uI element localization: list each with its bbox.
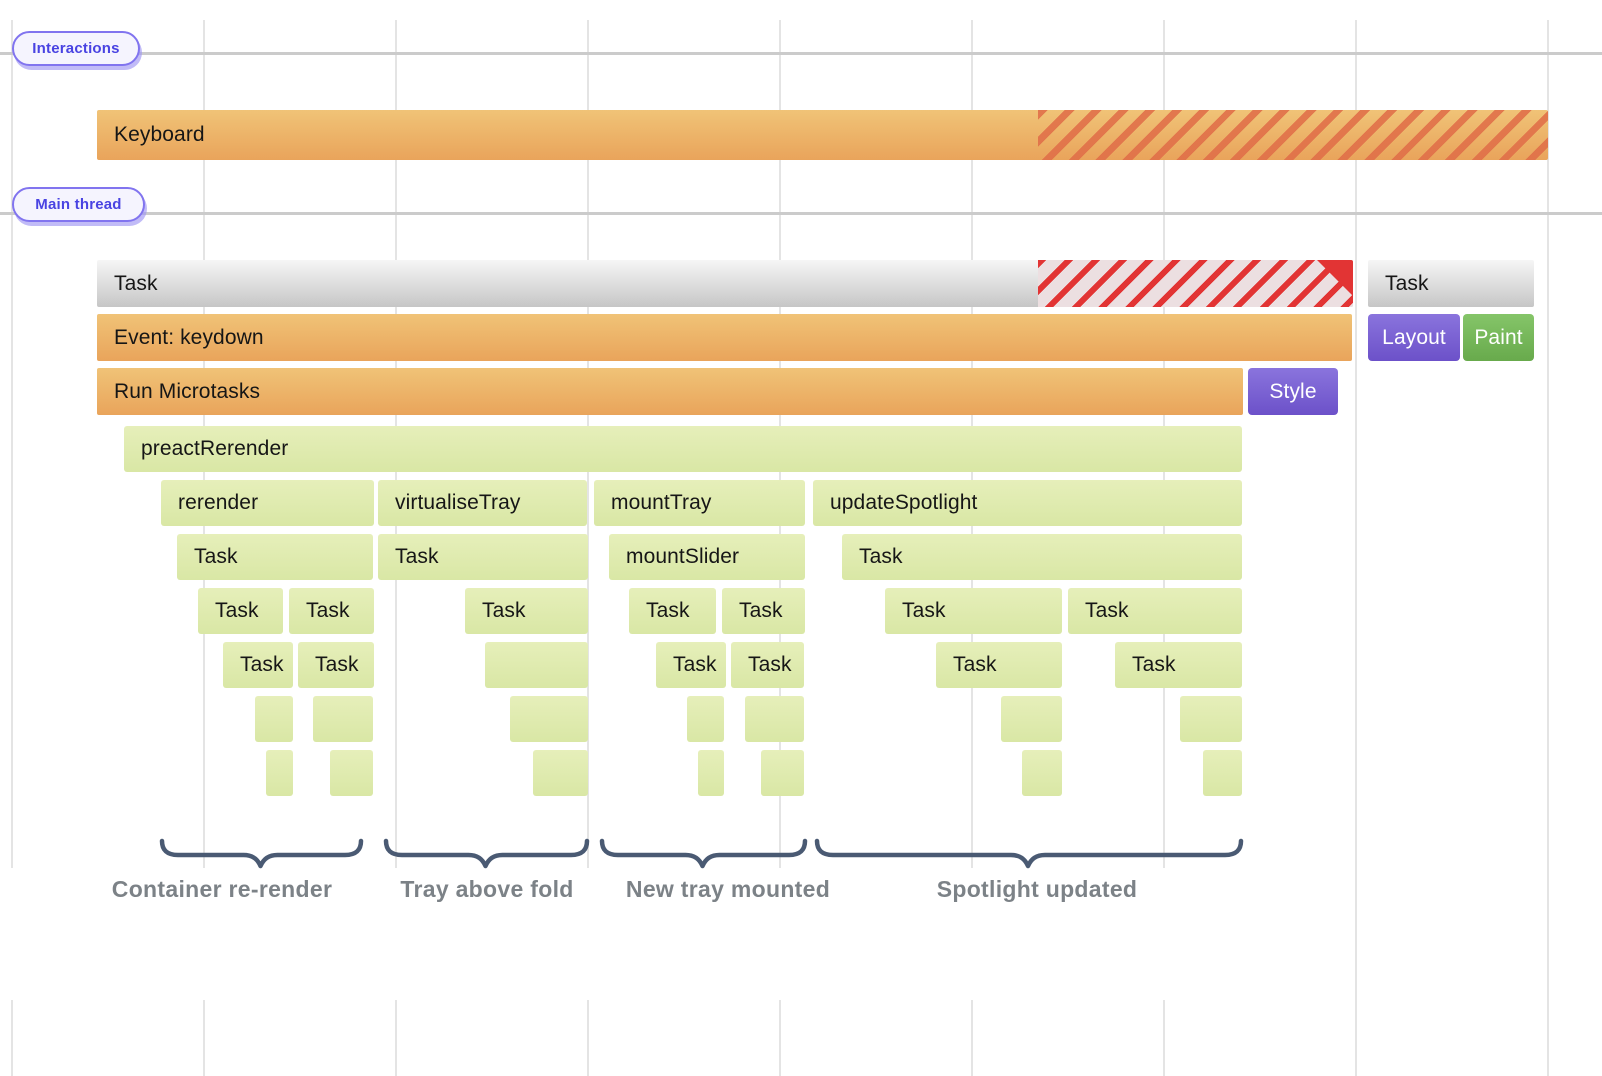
- flame-bar-task[interactable]: Task: [97, 260, 1353, 307]
- flame-bar-layout[interactable]: Layout: [1368, 314, 1460, 361]
- gridline-horizontal: [0, 212, 1602, 215]
- annotation-label: New tray mounted: [625, 876, 831, 902]
- flame-bar-label: Task: [739, 599, 783, 622]
- flame-bar-task[interactable]: Task: [1368, 260, 1534, 307]
- flame-bar-label: Task: [902, 599, 946, 622]
- flame-bar-preactrerender[interactable]: preactRerender: [124, 426, 1242, 472]
- flame-bar-label: Task: [395, 545, 439, 568]
- flame-bar-task[interactable]: Task: [1115, 642, 1242, 688]
- flame-bar-task[interactable]: Task: [465, 588, 588, 634]
- flame-bar-unlabeled[interactable]: [1203, 750, 1242, 796]
- flame-bar-keyboard[interactable]: Keyboard: [97, 110, 1548, 160]
- annotation-brace: [383, 838, 590, 869]
- flame-bar-label: virtualiseTray: [395, 491, 521, 514]
- track-badge-main-thread[interactable]: Main thread: [12, 187, 145, 222]
- gridline-vertical: [587, 20, 589, 1076]
- flame-bar-label: rerender: [178, 491, 259, 514]
- annotation-brace: [814, 838, 1244, 869]
- gridline-vertical: [1355, 20, 1357, 1076]
- flame-bar-unlabeled[interactable]: [330, 750, 373, 796]
- flame-bar-unlabeled[interactable]: [761, 750, 804, 796]
- flame-bar-task[interactable]: Task: [629, 588, 716, 634]
- annotation-label: Tray above fold: [400, 876, 574, 902]
- flame-bar-unlabeled[interactable]: [1180, 696, 1242, 742]
- flame-bar-style[interactable]: Style: [1248, 368, 1338, 415]
- orange-hatch-overlay: [1038, 110, 1548, 160]
- gridline-vertical: [1547, 20, 1549, 1076]
- flame-bar-label: Run Microtasks: [114, 379, 261, 403]
- flame-bar-run-microtasks[interactable]: Run Microtasks: [97, 368, 1243, 415]
- flame-bar-label: Task: [1085, 599, 1129, 622]
- flame-bar-task[interactable]: Task: [289, 588, 374, 634]
- flame-bar-label: mountTray: [611, 491, 712, 514]
- flame-bar-label: preactRerender: [141, 437, 289, 460]
- gridline-horizontal: [0, 52, 1602, 55]
- flame-bar-task[interactable]: Task: [378, 534, 588, 580]
- flame-bar-label: Paint: [1474, 325, 1523, 349]
- flame-bar-label: Task: [953, 653, 997, 676]
- flame-bar-unlabeled[interactable]: [485, 642, 588, 688]
- flame-bar-updatespotlight[interactable]: updateSpotlight: [813, 480, 1242, 526]
- gridline-vertical: [11, 20, 13, 1076]
- annotation-label: Spotlight updated: [936, 876, 1138, 902]
- flame-bar-unlabeled[interactable]: [687, 696, 724, 742]
- flame-bar-unlabeled[interactable]: [1001, 696, 1062, 742]
- flame-bar-label: Task: [306, 599, 350, 622]
- flame-bar-label: Task: [194, 545, 238, 568]
- flame-bar-rerender[interactable]: rerender: [161, 480, 374, 526]
- annotation-label: Container re-render: [111, 876, 333, 902]
- flame-bar-unlabeled[interactable]: [1022, 750, 1062, 796]
- flame-bar-label: Task: [240, 653, 284, 676]
- flame-bar-label: updateSpotlight: [830, 491, 978, 514]
- flame-bar-task[interactable]: Task: [656, 642, 726, 688]
- flame-bar-paint[interactable]: Paint: [1463, 314, 1534, 361]
- flame-bar-unlabeled[interactable]: [266, 750, 293, 796]
- flame-bar-label: Task: [482, 599, 526, 622]
- flame-bar-unlabeled[interactable]: [255, 696, 293, 742]
- flame-bar-label: Task: [646, 599, 690, 622]
- flame-bar-task[interactable]: Task: [731, 642, 804, 688]
- flame-bar-label: Task: [673, 653, 717, 676]
- flame-bar-task[interactable]: Task: [198, 588, 283, 634]
- flame-bar-unlabeled[interactable]: [533, 750, 588, 796]
- flame-bar-virtualisetray[interactable]: virtualiseTray: [378, 480, 587, 526]
- flame-bar-task[interactable]: Task: [885, 588, 1062, 634]
- flame-bar-label: Task: [215, 599, 259, 622]
- flame-bar-mounttray[interactable]: mountTray: [594, 480, 805, 526]
- flame-bar-label: Keyboard: [114, 123, 205, 146]
- flame-bar-task[interactable]: Task: [1068, 588, 1242, 634]
- flame-bar-label: Task: [114, 271, 158, 295]
- flame-bar-unlabeled[interactable]: [313, 696, 373, 742]
- annotation-brace: [599, 838, 808, 869]
- flame-bar-label: mountSlider: [626, 545, 740, 568]
- flame-bar-label: Task: [1132, 653, 1176, 676]
- flame-bar-unlabeled[interactable]: [698, 750, 724, 796]
- flame-bar-label: Task: [859, 545, 903, 568]
- flame-bar-unlabeled[interactable]: [745, 696, 804, 742]
- flame-bar-label: Task: [748, 653, 792, 676]
- flame-bar-task[interactable]: Task: [223, 642, 293, 688]
- annotation-brace: [159, 838, 364, 869]
- flame-bar-label: Task: [315, 653, 359, 676]
- flame-bar-mountslider[interactable]: mountSlider: [609, 534, 805, 580]
- flame-bar-task[interactable]: Task: [722, 588, 805, 634]
- flame-bar-unlabeled[interactable]: [510, 696, 588, 742]
- flame-bar-event-keydown[interactable]: Event: keydown: [97, 314, 1352, 361]
- red-corner-triangle-icon: [1317, 260, 1353, 296]
- flame-bar-task[interactable]: Task: [936, 642, 1062, 688]
- flame-bar-label: Style: [1269, 379, 1317, 403]
- flame-bar-label: Event: keydown: [114, 325, 264, 349]
- flame-bar-label: Task: [1385, 271, 1429, 295]
- annotation-band: [0, 868, 1330, 1000]
- red-hatch-overlay: [1038, 260, 1353, 307]
- flame-bar-task[interactable]: Task: [298, 642, 374, 688]
- track-badge-interactions[interactable]: Interactions: [12, 31, 140, 66]
- flame-bar-task[interactable]: Task: [842, 534, 1242, 580]
- flame-bar-label: Layout: [1382, 325, 1446, 349]
- flame-bar-task[interactable]: Task: [177, 534, 373, 580]
